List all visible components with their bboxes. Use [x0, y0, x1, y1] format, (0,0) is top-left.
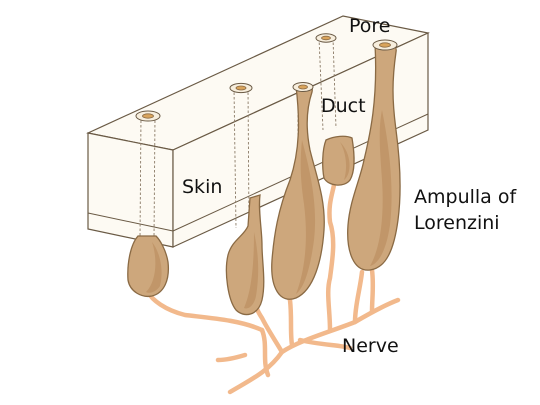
ampulla-3: [271, 82, 325, 300]
skin-front-face: [87, 132, 174, 248]
label-ampulla-line1: Ampulla of: [414, 186, 517, 208]
label-pore: Pore: [349, 15, 391, 37]
ampulla-4: [322, 135, 355, 186]
ampulla-1: [127, 235, 170, 298]
nerve-branches: [145, 182, 401, 395]
label-nerve: Nerve: [342, 335, 399, 357]
ampulla-5: [347, 39, 401, 271]
label-duct: Duct: [321, 95, 366, 117]
ampulla-2: [225, 194, 265, 316]
surface-pores: [135, 33, 337, 122]
label-skin: Skin: [182, 176, 223, 198]
label-ampulla-line2: Lorenzini: [414, 212, 500, 234]
